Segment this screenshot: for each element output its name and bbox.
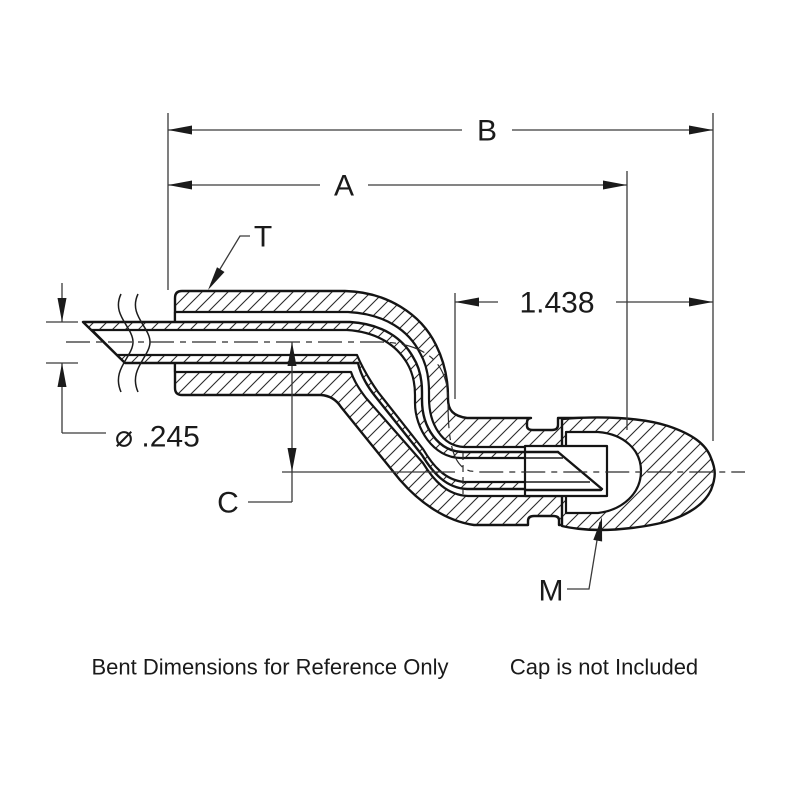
- tube-axis-centerline: [66, 341, 745, 473]
- arrow-a-right: [603, 180, 627, 190]
- arrow-1438-right: [689, 297, 713, 307]
- m-leader-line: [567, 521, 601, 590]
- arrow-dia-bottom: [57, 363, 67, 387]
- break-line-right: [134, 293, 151, 393]
- tip-bevel-edge: [556, 450, 604, 491]
- note-reference-only: Bent Dimensions for Reference Only: [91, 655, 448, 680]
- label-t-leader: T: [208, 221, 272, 290]
- arrow-c-up: [287, 342, 297, 366]
- dim-label-b: B: [477, 115, 497, 148]
- t-leader-line: [210, 235, 250, 285]
- label-m-leader: M: [539, 517, 603, 608]
- dim-label-a: A: [334, 170, 354, 203]
- dimension-b: B: [167, 113, 714, 441]
- arrow-m: [593, 517, 603, 542]
- arrow-dia-top: [57, 298, 67, 322]
- arrow-1438-left: [455, 297, 479, 307]
- dim-label-1438: 1.438: [519, 287, 594, 320]
- dim-label-c: C: [217, 487, 239, 520]
- tip-body: [523, 444, 609, 498]
- male-tip: [462, 444, 609, 498]
- arrow-b-right: [689, 125, 713, 135]
- dim-label-diameter: ⌀ .245: [115, 421, 200, 454]
- arrow-t: [208, 267, 225, 290]
- dimension-1-438: 1.438: [454, 287, 713, 399]
- note-cap-not-included: Cap is not Included: [510, 655, 698, 680]
- arrow-a-left: [168, 180, 192, 190]
- dimension-a: A: [168, 170, 628, 430]
- dimension-diameter: ⌀ .245: [46, 283, 200, 454]
- dimension-c: C: [217, 342, 297, 520]
- dim-label-m: M: [539, 575, 564, 608]
- dim-label-t: T: [254, 221, 272, 254]
- drawing-notes: Bent Dimensions for Reference Only Cap i…: [91, 655, 698, 680]
- centerlines: [66, 341, 745, 473]
- arrow-c-down: [287, 448, 297, 472]
- break-line-left: [117, 293, 134, 393]
- arrow-b-left: [168, 125, 192, 135]
